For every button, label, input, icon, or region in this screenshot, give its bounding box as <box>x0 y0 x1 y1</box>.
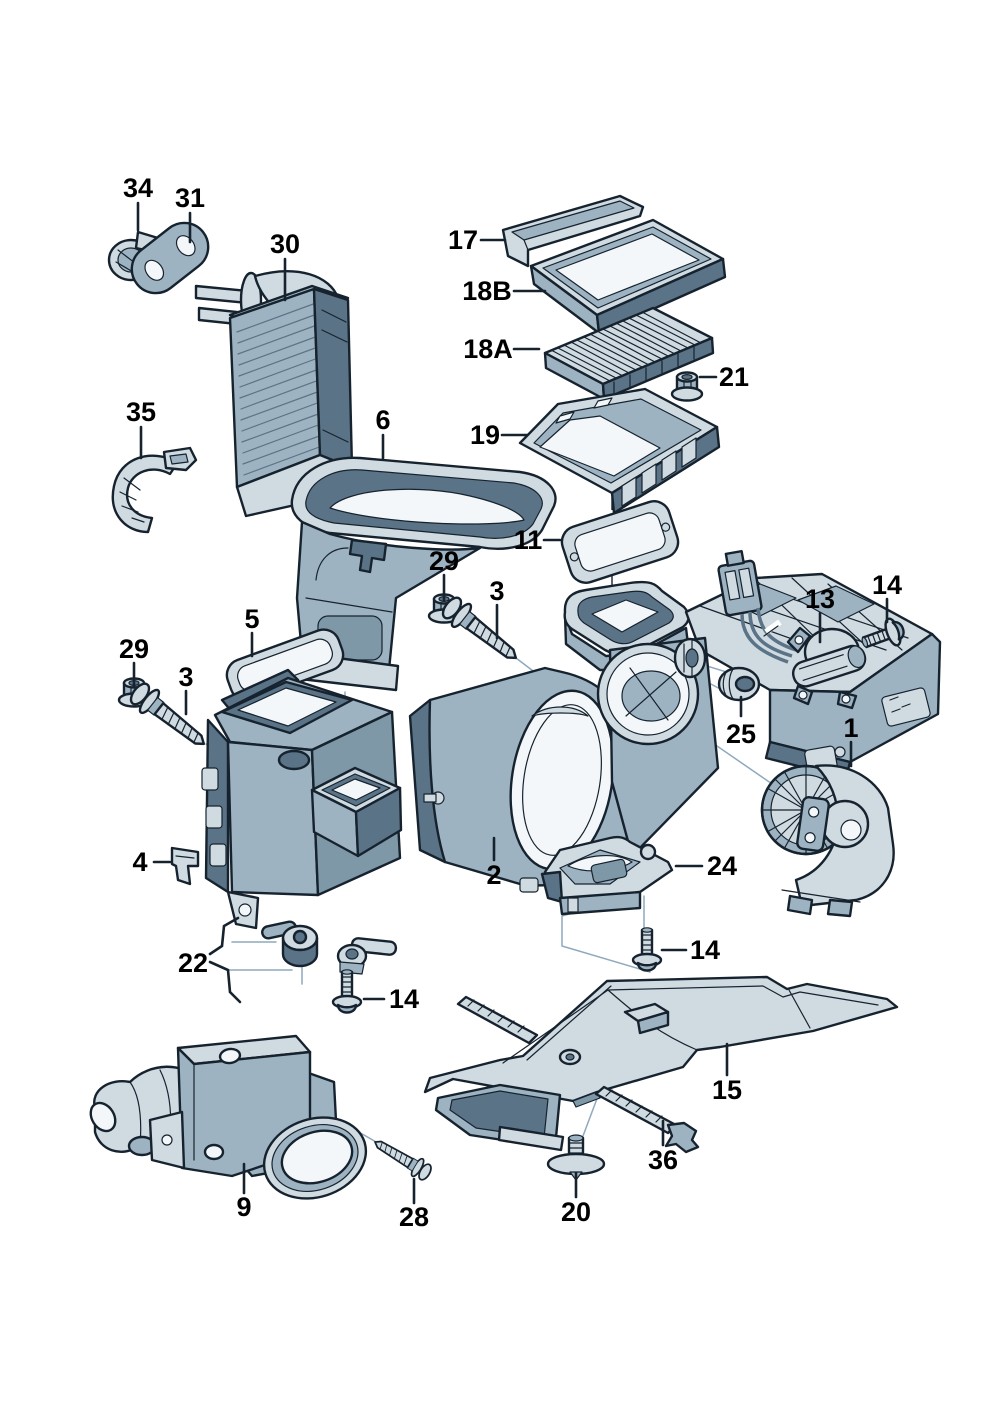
callout-34[interactable]: 34 <box>123 173 153 203</box>
part-17-cover-strip <box>501 194 645 268</box>
callout-11[interactable]: 11 <box>514 525 543 555</box>
part-14-screw-bottom-left <box>331 968 363 1014</box>
part-25-grommet <box>717 666 761 702</box>
part-36-strip-upper <box>456 995 539 1045</box>
callout-18B[interactable]: 18B <box>462 276 512 306</box>
part-36-cable-strip <box>594 1085 700 1154</box>
part-18B-filter-frame <box>529 218 727 335</box>
part-22-levers <box>261 920 398 975</box>
leader-lines <box>132 201 889 1205</box>
callout-1[interactable]: 1 <box>843 713 858 743</box>
part-6-intake-funnel <box>290 456 557 692</box>
part-3-bolt-upper <box>437 591 526 671</box>
part-1-blower-motor <box>760 764 895 918</box>
callout-4[interactable]: 4 <box>132 847 147 877</box>
part-3-bolt-left <box>125 677 214 757</box>
callout-22[interactable]: 22 <box>178 948 208 978</box>
callout-21[interactable]: 21 <box>719 362 749 392</box>
callout-labels: 34 31 30 35 6 17 18B 18A 21 19 11 29 3 1… <box>119 173 902 1232</box>
part-4-clip <box>170 846 200 886</box>
callout-19[interactable]: 19 <box>470 420 500 450</box>
callout-14-bottom-left[interactable]: 14 <box>389 984 419 1014</box>
callout-24[interactable]: 24 <box>707 851 737 881</box>
callout-6[interactable]: 6 <box>375 405 390 435</box>
part-2-heater-housing <box>201 572 942 930</box>
callout-15[interactable]: 15 <box>712 1075 742 1105</box>
callout-17[interactable]: 17 <box>448 225 478 255</box>
callout-18A[interactable]: 18A <box>463 334 513 364</box>
callout-25[interactable]: 25 <box>726 719 756 749</box>
part-19-deflector-tray <box>518 387 721 515</box>
callout-29-upper[interactable]: 29 <box>429 546 459 576</box>
part-35-strap-clip <box>111 446 198 534</box>
part-14-screw-mid <box>631 926 663 972</box>
callout-28[interactable]: 28 <box>399 1202 429 1232</box>
callout-2[interactable]: 2 <box>486 860 501 890</box>
part-28-screw <box>368 1132 436 1184</box>
callout-3-upper[interactable]: 3 <box>489 576 504 606</box>
part-24-tray <box>540 835 674 916</box>
callout-9[interactable]: 9 <box>236 1192 251 1222</box>
part-21-nut <box>670 371 704 402</box>
part-18A-filter-element <box>543 306 715 401</box>
callout-3-left[interactable]: 3 <box>178 662 193 692</box>
callout-35[interactable]: 35 <box>126 397 156 427</box>
part-11-seal <box>560 500 680 584</box>
part-30-heater-core <box>194 270 354 518</box>
callout-30[interactable]: 30 <box>270 229 300 259</box>
callout-13[interactable]: 13 <box>805 584 835 614</box>
callout-14-mid[interactable]: 14 <box>690 935 720 965</box>
callout-14-top-right[interactable]: 14 <box>872 570 902 600</box>
callout-31[interactable]: 31 <box>175 183 205 213</box>
part-9-lower-duct <box>89 1034 368 1200</box>
part-15-floor-panel <box>423 975 899 1152</box>
part-13-actuator-motor <box>717 549 867 710</box>
callout-5[interactable]: 5 <box>244 604 259 634</box>
callout-29-left[interactable]: 29 <box>119 634 149 664</box>
callout-36[interactable]: 36 <box>648 1145 678 1175</box>
callout-20[interactable]: 20 <box>561 1197 591 1227</box>
